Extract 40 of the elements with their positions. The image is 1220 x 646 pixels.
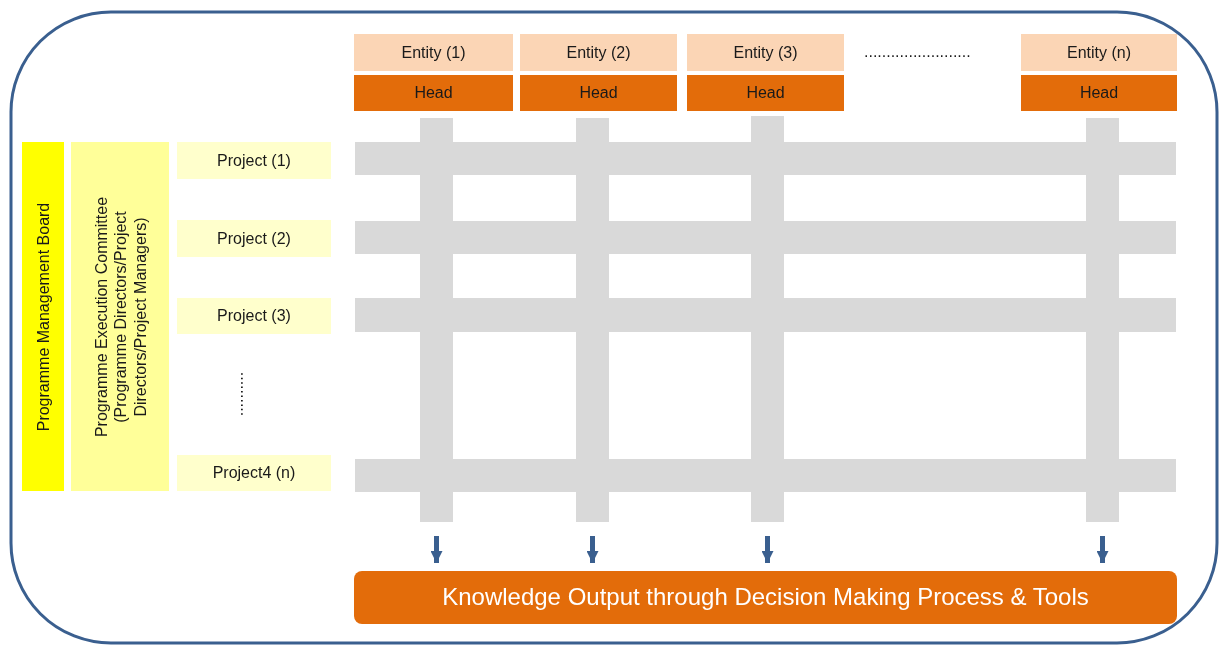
head-box	[687, 75, 844, 111]
project-box	[177, 298, 331, 334]
head-label: Head	[1079, 83, 1119, 103]
committee-label: Programme Execution Committee (Programme Directors/Project Directors/Project Managers)	[91, 195, 149, 439]
project-label: Project (1)	[217, 150, 291, 171]
project-box	[177, 455, 331, 491]
entity-box	[354, 34, 513, 71]
project-box	[177, 220, 331, 257]
output-box	[354, 571, 1177, 624]
entity-label: Entity (3)	[733, 42, 798, 63]
project-label: Project (2)	[217, 228, 291, 249]
grid-bar	[355, 459, 1176, 492]
head-label: Head	[746, 83, 785, 103]
arrow	[761, 536, 774, 563]
arrow	[430, 536, 443, 563]
entity-label: Entity (n)	[1067, 42, 1131, 63]
board-band	[22, 142, 64, 491]
head-box	[1021, 75, 1177, 111]
project-label: Project4 (n)	[212, 463, 296, 483]
head-box	[354, 75, 513, 111]
arrow	[586, 536, 599, 563]
head-label: Head	[579, 83, 618, 103]
board-label: Programme Management Board	[33, 201, 53, 433]
grid-bar	[355, 298, 1176, 332]
head-box	[520, 75, 677, 111]
entity-box	[687, 34, 844, 71]
committee-band	[71, 142, 169, 491]
head-label: Head	[414, 83, 453, 103]
entity-box	[1021, 34, 1177, 71]
ellipsis-dots: ..........	[237, 371, 256, 417]
ellipsis-dots: ........................	[864, 43, 971, 61]
entity-box	[520, 34, 677, 71]
arrow	[1096, 536, 1109, 563]
project-box	[177, 142, 331, 179]
output-label: Knowledge Output through Decision Making Process & Tools	[442, 583, 1089, 612]
grid-bar	[355, 142, 1176, 175]
entity-label: Entity (1)	[401, 42, 466, 63]
entity-label: Entity (2)	[566, 42, 631, 63]
grid-bar	[355, 221, 1176, 254]
project-label: Project (3)	[217, 306, 291, 326]
